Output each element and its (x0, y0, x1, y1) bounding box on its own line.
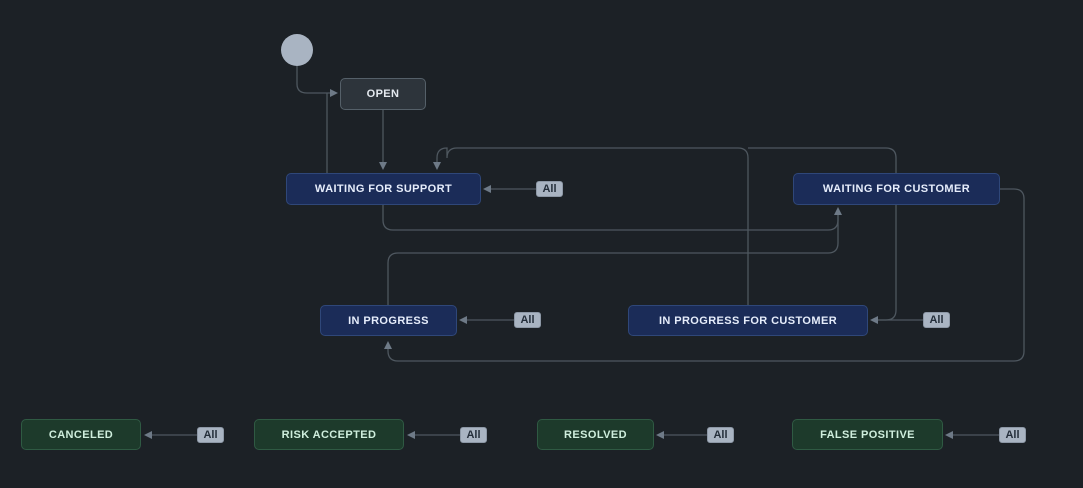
status-waiting-for-customer[interactable]: WAITING FOR CUSTOMER (793, 173, 1000, 205)
arrowhead-all-inprogress (459, 316, 467, 324)
status-canceled[interactable]: CANCELED (21, 419, 141, 450)
status-false-positive[interactable]: FALSE POSITIVE (792, 419, 943, 450)
arrowhead-all-canceled (144, 431, 152, 439)
start-circle[interactable] (281, 34, 313, 66)
all-transition-badge-in-progress[interactable]: All (514, 312, 541, 328)
arrowhead-all-false-positive (945, 431, 953, 439)
arrowhead-all-wfs (483, 185, 491, 193)
wire-ipfc-to-wfs (436, 147, 749, 305)
wire-wfs-to-wfc (382, 205, 839, 231)
all-transition-badge-false-positive[interactable]: All (999, 427, 1026, 443)
all-transition-badge-resolved[interactable]: All (707, 427, 734, 443)
wire-inprogress-to-wfc (387, 209, 839, 305)
arrowhead-into-wfs-right (433, 162, 441, 170)
status-open[interactable]: OPEN (340, 78, 426, 110)
arrowhead-all-resolved (656, 431, 664, 439)
all-transition-badge-risk-accepted[interactable]: All (460, 427, 487, 443)
status-in-progress-for-customer[interactable]: IN PROGRESS FOR CUSTOMER (628, 305, 868, 336)
wire-create-to-open (296, 66, 330, 94)
status-risk-accepted[interactable]: RISK ACCEPTED (254, 419, 404, 450)
status-resolved[interactable]: RESOLVED (537, 419, 654, 450)
all-transition-badge-ipfc[interactable]: All (923, 312, 950, 328)
arrowhead-into-open (330, 89, 338, 97)
wire-wfc-to-inprogress (387, 188, 1025, 362)
arrowhead-into-wfs-left (379, 162, 387, 170)
arrowhead-into-inprogress-bottom (384, 341, 392, 349)
arrowhead-into-ipfc (870, 316, 878, 324)
arrowhead-all-risk-accepted (407, 431, 415, 439)
status-in-progress[interactable]: IN PROGRESS (320, 305, 457, 336)
all-transition-badge-canceled[interactable]: All (197, 427, 224, 443)
arrowhead-into-wfc (834, 207, 842, 215)
status-waiting-for-support[interactable]: WAITING FOR SUPPORT (286, 173, 481, 205)
all-transition-badge-wfs[interactable]: All (536, 181, 563, 197)
